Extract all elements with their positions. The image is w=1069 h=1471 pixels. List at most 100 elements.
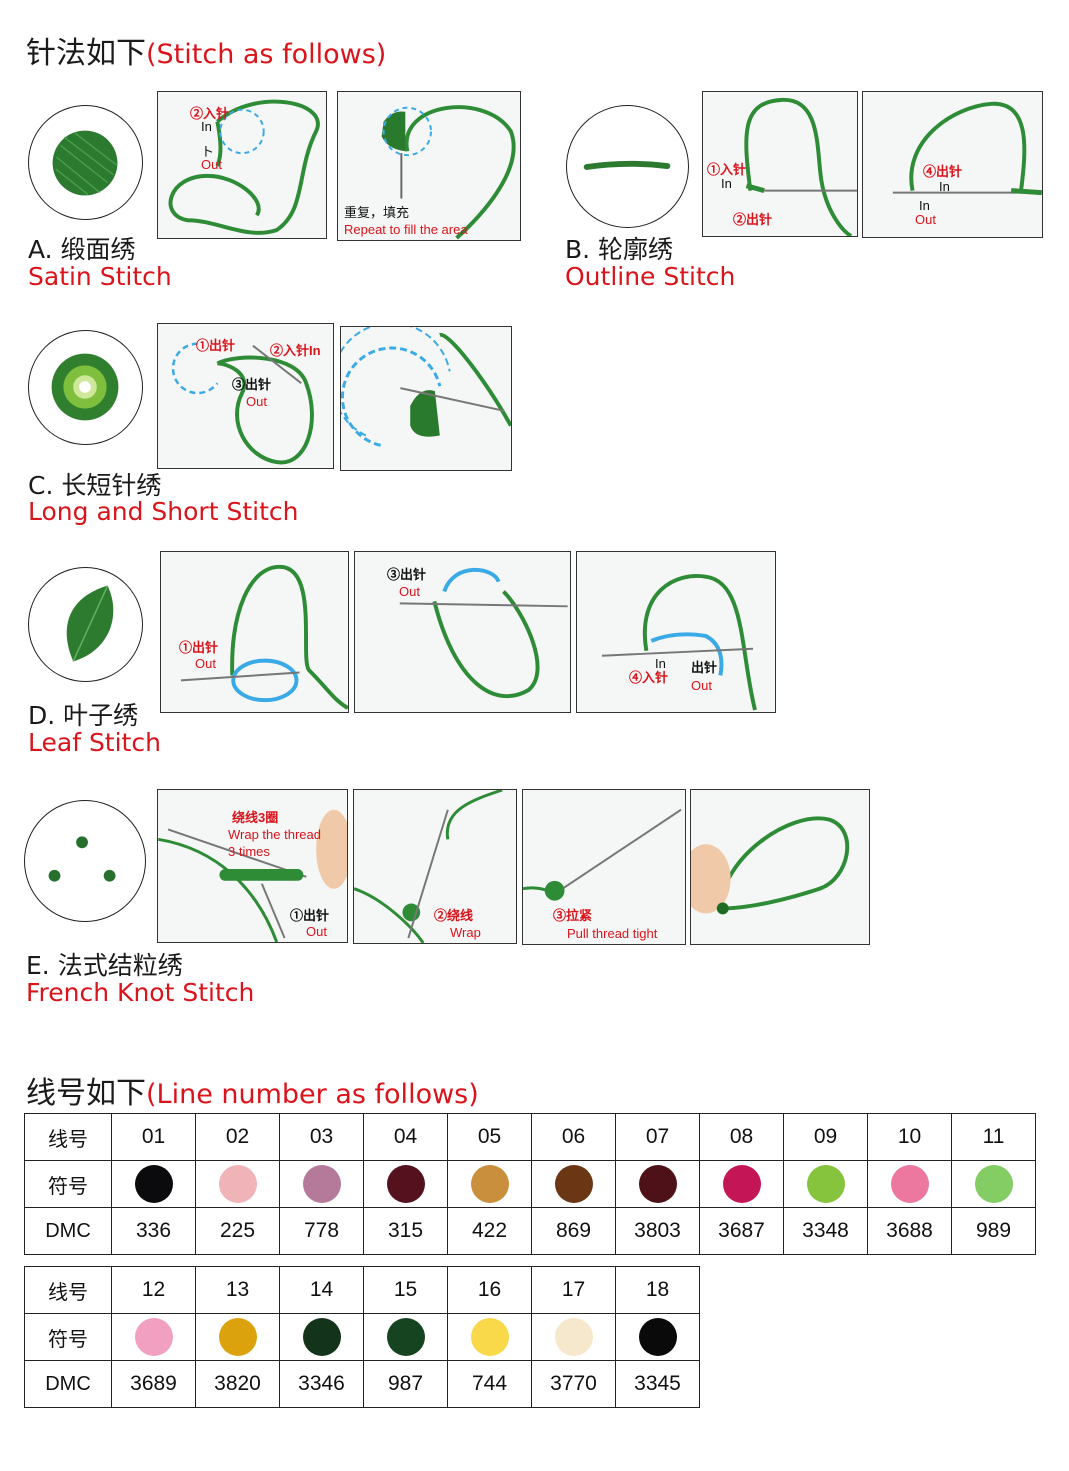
thread-dmc-code: 3803 <box>615 1207 700 1255</box>
color-swatch <box>554 1165 593 1203</box>
leaf-out3-en: Out <box>399 584 420 599</box>
satin-in-cn: ②入针 <box>190 106 230 121</box>
outline-out4-en: Out <box>915 212 936 227</box>
leaf-step-3-photo: In ④入针 出针 Out <box>576 551 776 713</box>
long-short-out3-en: Out <box>246 394 267 409</box>
thread-swatch-cell <box>783 1160 868 1208</box>
thread-swatch-cell <box>867 1160 952 1208</box>
satin-step-2-photo: 重复，填充 Repeat to fill the area <box>337 91 521 241</box>
thread-number: 06 <box>531 1113 616 1161</box>
row-label-number: 线号 <box>24 1266 112 1314</box>
thread-swatch-cell <box>951 1160 1036 1208</box>
satin-label-cn: A. 缎面绣 <box>28 235 136 264</box>
color-swatch <box>134 1318 173 1356</box>
thread-swatch-cell <box>615 1160 700 1208</box>
outline-stitch-sample <box>566 105 689 228</box>
french-knot-step-3-photo: ③拉紧 Pull thread tight <box>522 789 686 945</box>
french-knot-wrap3-en2: 3 times <box>228 844 270 859</box>
thread-number: 08 <box>699 1113 784 1161</box>
thread-number: 18 <box>615 1266 700 1314</box>
stitch-heading-en: (Stitch as follows) <box>146 39 387 70</box>
thread-dmc-code: 989 <box>951 1207 1036 1255</box>
satin-step-1-photo: ②入针 In ト Out <box>157 91 327 239</box>
thread-dmc-code: 987 <box>363 1360 448 1408</box>
thread-dmc-code: 3689 <box>111 1360 196 1408</box>
color-swatch <box>806 1165 845 1203</box>
outline-label-cn: B. 轮廓绣 <box>565 235 674 264</box>
leaf-out1-cn: ①出针 <box>179 640 219 655</box>
leaf-label-en: Leaf Stitch <box>28 728 161 757</box>
thread-swatch-cell <box>279 1313 364 1361</box>
leaf-in-en: In <box>655 656 666 671</box>
leaf-stitch-sample <box>28 567 143 682</box>
leaf-step-2-photo: ③出针 Out <box>354 551 571 713</box>
thread-dmc-code: 869 <box>531 1207 616 1255</box>
color-swatch <box>638 1165 677 1203</box>
color-swatch <box>974 1165 1013 1203</box>
long-short-label-en: Long and Short Stitch <box>28 497 299 526</box>
thread-number: 12 <box>111 1266 196 1314</box>
thread-number: 13 <box>195 1266 280 1314</box>
thread-number: 11 <box>951 1113 1036 1161</box>
french-knot-pull3-en: Pull thread tight <box>567 926 658 941</box>
thread-swatch-cell <box>447 1160 532 1208</box>
leaf-out3-cn: ③出针 <box>387 567 427 582</box>
outline-step-1-photo: ①入针 In ②出针 <box>702 91 858 237</box>
thread-dmc-code: 3820 <box>195 1360 280 1408</box>
stitch-heading: 针法如下(Stitch as follows) <box>26 28 386 72</box>
outline-out4-cn: ④出针 <box>923 164 963 179</box>
thread-swatch-cell <box>531 1160 616 1208</box>
outline-label-en: Outline Stitch <box>565 262 736 291</box>
french-knot-wrap3-cn: 绕线3圈 <box>232 810 279 825</box>
color-swatch <box>470 1165 509 1203</box>
color-swatch <box>554 1318 593 1356</box>
thread-swatch-cell <box>195 1160 280 1208</box>
thread-dmc-code: 744 <box>447 1360 532 1408</box>
long-short-in2-cn: ②入针In <box>270 343 321 358</box>
thread-heading-en: (Line number as follows) <box>146 1079 479 1110</box>
thread-number: 07 <box>615 1113 700 1161</box>
french-knot-wrap2-en: Wrap <box>450 925 481 940</box>
leaf-out-en: Out <box>691 678 712 693</box>
color-swatch <box>218 1318 257 1356</box>
row-label-symbol: 符号 <box>24 1313 112 1361</box>
leaf-in4-cn: ④入针 <box>629 670 669 685</box>
thread-dmc-code: 3687 <box>699 1207 784 1255</box>
thread-number: 04 <box>363 1113 448 1161</box>
thread-number: 16 <box>447 1266 532 1314</box>
satin-label-en: Satin Stitch <box>28 262 172 291</box>
thread-dmc-code: 3770 <box>531 1360 616 1408</box>
thread-symbol-row: 符号 <box>24 1160 1036 1208</box>
thread-swatch-cell <box>363 1313 448 1361</box>
color-swatch <box>722 1165 761 1203</box>
french-knot-step-1-photo: 绕线3圈 Wrap the thread 3 times ①出针 Out <box>157 789 348 943</box>
thread-heading-cn: 线号如下 <box>26 1076 146 1111</box>
french-knot-wrap3-en1: Wrap the thread <box>228 827 321 842</box>
row-label-number: 线号 <box>24 1113 112 1161</box>
thread-dmc-code: 315 <box>363 1207 448 1255</box>
long-short-out1-cn: ①出针 <box>196 338 236 353</box>
thread-swatch-cell <box>279 1160 364 1208</box>
outline-step-2-photo: ④出针 In In Out <box>862 91 1043 238</box>
french-knot-out1-cn: ①出针 <box>290 908 330 923</box>
french-knot-step-2-photo: ②绕线 Wrap <box>353 789 517 944</box>
outline-in4b-en: In <box>919 198 930 213</box>
thread-dmc-code: 225 <box>195 1207 280 1255</box>
satin-out-en: Out <box>201 157 222 172</box>
row-label-symbol: 符号 <box>24 1160 112 1208</box>
leaf-out1-en: Out <box>195 656 216 671</box>
outline-in1-cn: ①入针 <box>707 162 747 177</box>
satin-in-en: In <box>201 119 212 134</box>
long-short-label-cn: C. 长短针绣 <box>28 471 162 500</box>
long-short-out3-cn: ③出针 <box>232 377 272 392</box>
leaf-out-cn: 出针 <box>691 660 718 675</box>
leaf-step-1-photo: ①出针 Out <box>160 551 349 713</box>
thread-number: 05 <box>447 1113 532 1161</box>
thread-dmc-code: 3688 <box>867 1207 952 1255</box>
thread-number: 01 <box>111 1113 196 1161</box>
thread-dmc-code: 3346 <box>279 1360 364 1408</box>
